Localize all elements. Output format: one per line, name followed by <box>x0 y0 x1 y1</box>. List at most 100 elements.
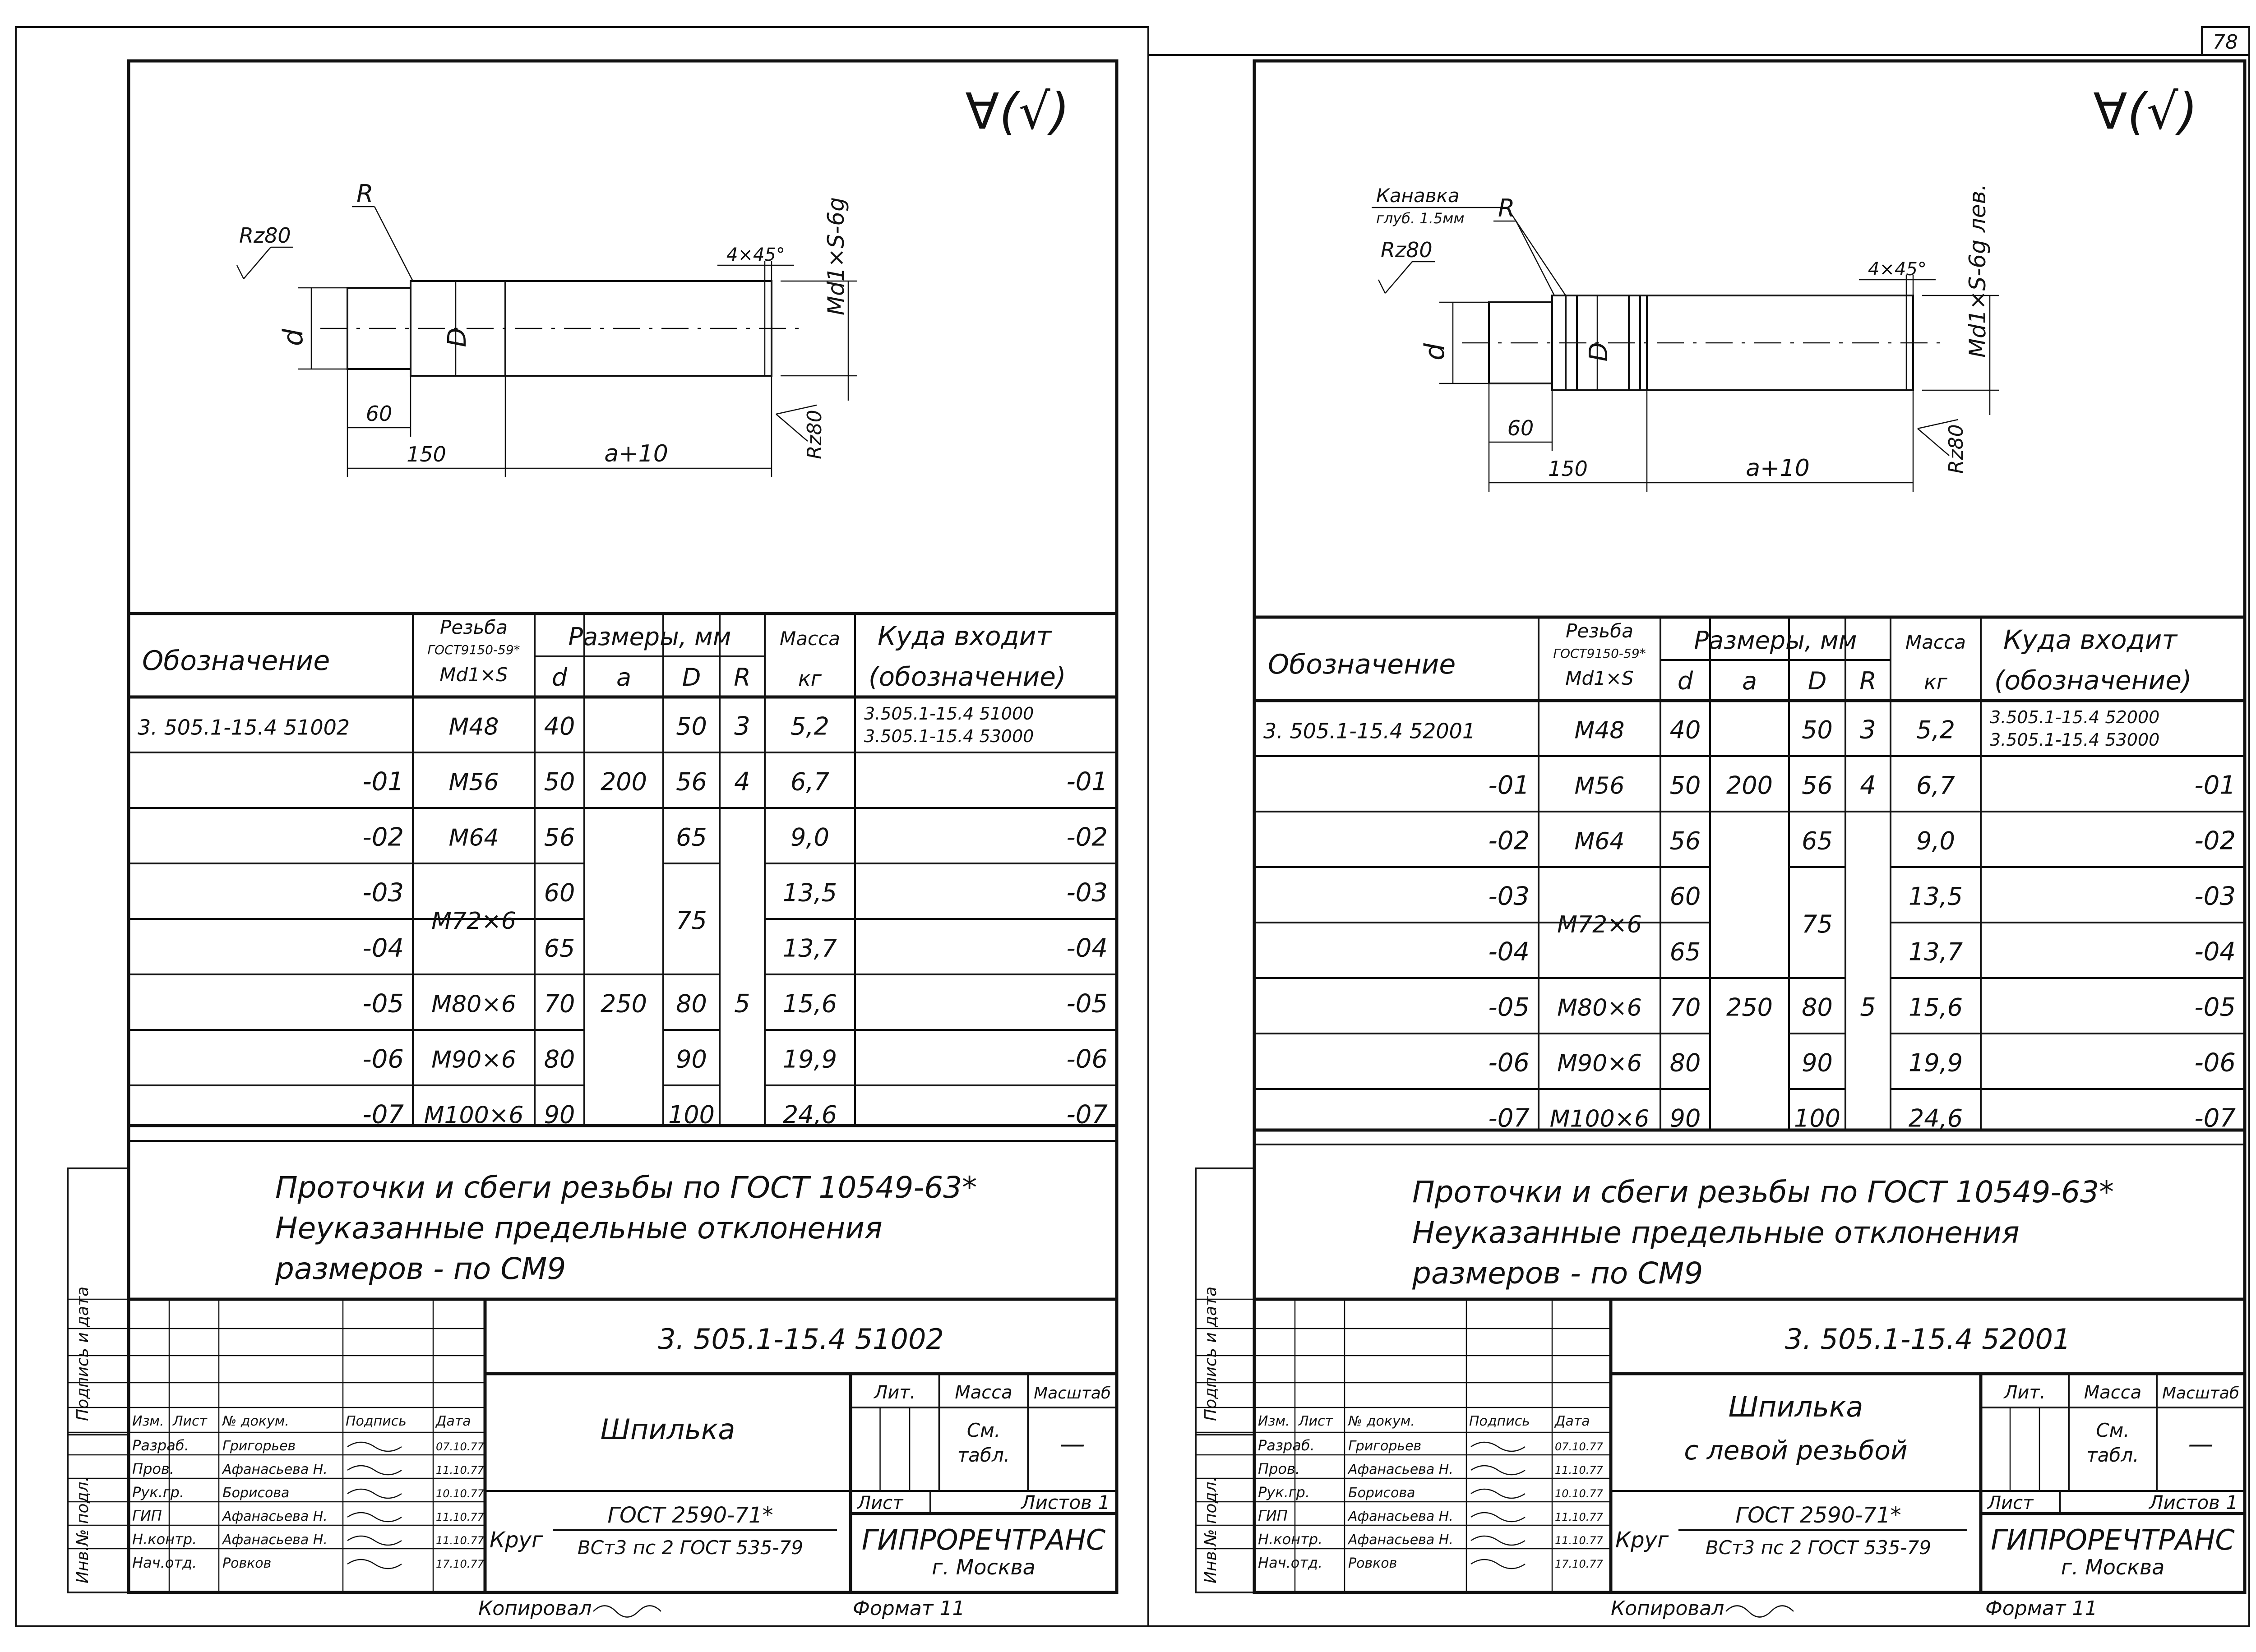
row-d: 80 <box>544 1045 575 1074</box>
stamp-name-1: Афанасьева Н. <box>222 1462 328 1477</box>
row-usage: -05 <box>1067 989 1108 1019</box>
rz-mark-4 <box>776 414 808 442</box>
stamp-signature-3 <box>1470 1512 1526 1523</box>
rz-mark-2 <box>1378 279 1386 294</box>
stamp-header-3: Подпись <box>1469 1413 1530 1429</box>
row-designation: -03 <box>363 878 404 908</box>
stamp-date-1: 11.10.77 <box>436 1464 485 1477</box>
col-d-2: D <box>1808 667 1827 695</box>
inner-frame <box>127 59 1119 1594</box>
rz-mark-5 <box>1917 419 1959 429</box>
row-a: 250 <box>601 990 647 1018</box>
row-mass: 24,6 <box>1909 1104 1963 1133</box>
stamp-name-3: Афанасьева Н. <box>1347 1509 1453 1524</box>
note-3: размеров - по СМ9 <box>1412 1256 1703 1291</box>
stamp-tabl: табл. <box>2086 1444 2139 1466</box>
footer-format: Формат 11 <box>1985 1597 2098 1620</box>
row-usage-1: 3.505.1-15.4 51000 <box>864 704 1034 724</box>
row-usage: -06 <box>1067 1045 1108 1074</box>
stamp-lit: Лит. <box>873 1382 915 1403</box>
col-mass: Масса <box>1905 631 1966 653</box>
footer-format: Формат 11 <box>853 1597 965 1620</box>
row-thread: М56 <box>448 769 499 796</box>
row-usage: -04 <box>1067 934 1108 963</box>
col-designation: Обозначение <box>1268 649 1456 680</box>
col-d-0: d <box>552 663 568 692</box>
row-R: 4 <box>1860 771 1876 800</box>
stamp-role-2: Рук.гр. <box>1258 1484 1310 1501</box>
row-designation: -01 <box>363 767 404 797</box>
row-a: 200 <box>601 768 647 796</box>
stamp-name-2: Борисова <box>222 1485 289 1501</box>
row-D: 56 <box>1802 771 1833 800</box>
d-label: d <box>1419 343 1451 360</box>
row-R: 3 <box>734 712 750 741</box>
note-1: Проточки и сбеги резьбы по ГОСТ 10549-63… <box>275 1170 977 1205</box>
row-D: 50 <box>1802 716 1833 744</box>
row-mass: 5,2 <box>791 712 829 741</box>
row-thread: М100×6 <box>1550 1106 1650 1133</box>
row-d: 56 <box>1670 827 1701 855</box>
row-d: 50 <box>1670 771 1701 800</box>
stamp-krug: Круг <box>490 1527 543 1553</box>
stamp-gost-top: ГОСТ 2590-71* <box>607 1503 773 1528</box>
col-thread: Резьба <box>1566 620 1633 642</box>
stamp-name-2: Борисова <box>1348 1485 1415 1501</box>
row-d: 56 <box>544 823 575 852</box>
row-thread: М64 <box>448 825 499 852</box>
stamp-lit: Лит. <box>2003 1382 2045 1403</box>
stamp-name-5: Ровков <box>222 1555 271 1571</box>
stamp-city: г. Москва <box>932 1555 1036 1579</box>
row-usage: -02 <box>1067 823 1108 852</box>
col-d-2: D <box>682 663 701 692</box>
col-mass-unit: кг <box>1924 670 1948 694</box>
chamfer-label: 4×45° <box>1868 259 1927 280</box>
note-2: Неуказанные предельные отклонения <box>275 1211 883 1246</box>
stamp-signature-2 <box>1470 1488 1526 1499</box>
stamp-signature-1 <box>347 1465 402 1476</box>
note-2: Неуказанные предельные отклонения <box>1412 1215 2020 1250</box>
row-d: 80 <box>1670 1049 1701 1077</box>
stamp-date-5: 17.10.77 <box>436 1558 485 1570</box>
col-mass-unit: кг <box>798 666 822 691</box>
row-usage: -01 <box>2195 771 2236 800</box>
R-label: R <box>356 180 374 208</box>
dima-label: a+10 <box>604 440 668 467</box>
col-thread-size: Md1×S <box>439 664 508 686</box>
stamp-role-5: Нач.отд. <box>132 1554 197 1571</box>
stamp-role-1: Пров. <box>1258 1460 1300 1477</box>
row-designation: -02 <box>363 823 404 852</box>
stamp-signature-1 <box>1470 1465 1526 1476</box>
rz-label-top: Rz80 <box>1381 238 1433 262</box>
stamp-gost-top: ГОСТ 2590-71* <box>1735 1503 1901 1528</box>
stamp-date-3: 11.10.77 <box>1555 1511 1604 1523</box>
row-designation: -06 <box>363 1045 404 1074</box>
rz-mark-1 <box>243 247 271 279</box>
row-usage: -04 <box>2195 937 2236 967</box>
col-usage: Куда входит <box>878 621 1052 651</box>
stamp-signature-4 <box>347 1535 402 1546</box>
row-D: 100 <box>1794 1104 1840 1133</box>
row-designation: 3. 505.1-15.4 52001 <box>1263 719 1475 743</box>
row-usage-2: 3.505.1-15.4 53000 <box>864 726 1034 746</box>
row-mass: 19,9 <box>1909 1049 1963 1077</box>
stamp-signature-0 <box>1470 1441 1526 1452</box>
rz-label-bottom: Rz80 <box>1945 424 1968 474</box>
stamp-role-3: ГИП <box>132 1507 162 1524</box>
stamp-title-2: с левой резьбой <box>1684 1435 1907 1466</box>
footer-copied: Копировал <box>1611 1597 1724 1620</box>
rz-label-top: Rz80 <box>239 223 291 248</box>
row-d: 40 <box>1670 716 1701 744</box>
col-thread: Резьба <box>440 616 508 638</box>
col-usage-sub: (обозначение) <box>869 661 1066 692</box>
row-designation: -05 <box>1489 993 1530 1022</box>
row-mass: 13,7 <box>1909 938 1963 966</box>
col-dims: Размеры, мм <box>1694 626 1857 655</box>
stamp-gost-bottom: ВСт3 пс 2 ГОСТ 535-79 <box>1706 1537 1931 1559</box>
stamp-role-5: Нач.отд. <box>1258 1554 1322 1571</box>
stamp-role-3: ГИП <box>1258 1507 1288 1524</box>
stamp-name-0: Григорьев <box>1348 1438 1421 1454</box>
stamp-role-0: Разраб. <box>1258 1437 1315 1454</box>
stamp-date-3: 11.10.77 <box>436 1511 485 1523</box>
